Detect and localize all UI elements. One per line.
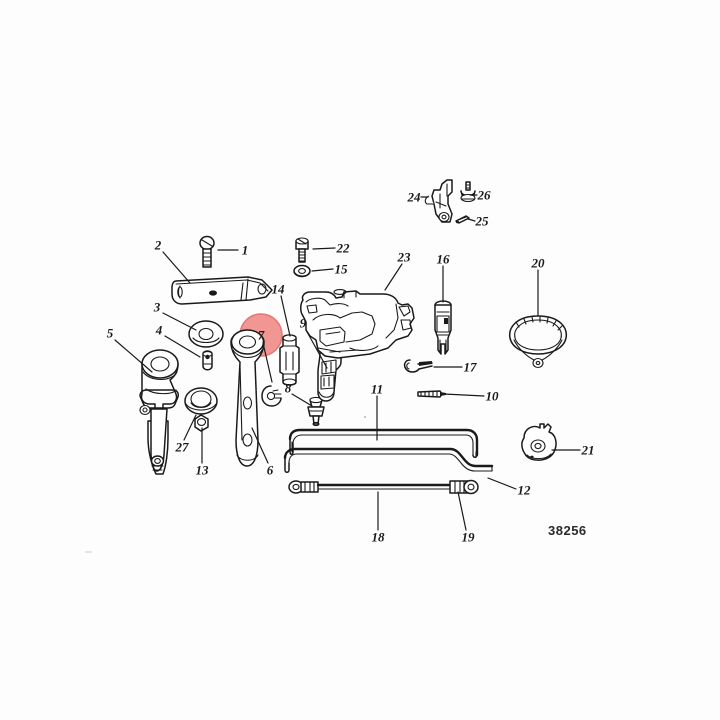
part-2-mounting-bracket	[171, 276, 273, 305]
callout-number-23: 23	[397, 249, 411, 265]
part-16-clevis-yoke	[434, 300, 452, 355]
callout-number-9: 9	[299, 315, 307, 331]
part-20-retaining-clamp-ring	[508, 315, 568, 369]
callout-number-3: 3	[153, 299, 161, 315]
callout-number-1: 1	[241, 242, 249, 258]
part-5-steering-arm	[139, 349, 179, 475]
leader-line-15	[311, 268, 334, 272]
part-3-flat-washer	[188, 320, 224, 348]
callout-number-12: 12	[517, 482, 531, 498]
part-7-e-clip	[261, 385, 282, 407]
callout-number-13: 13	[195, 462, 209, 478]
callout-number-26: 26	[477, 187, 491, 203]
leader-line-27	[183, 414, 197, 441]
leader-line-5	[114, 339, 153, 373]
part-27-thrust-washer	[184, 387, 218, 415]
part-11-tie-bar-upper	[288, 428, 479, 458]
leader-line-8	[291, 393, 313, 407]
part-4-grease-fitting	[202, 350, 213, 371]
scan-artifacts	[85, 416, 366, 553]
callout-number-18: 18	[371, 529, 385, 545]
leader-line-14	[280, 295, 291, 337]
part-21-cam-follower	[521, 423, 557, 461]
callout-number-2: 2	[154, 237, 162, 253]
callout-number-21: 21	[581, 442, 595, 458]
part-23-shift-housing	[300, 289, 415, 359]
leader-line-2	[162, 251, 191, 284]
leader-line-6	[251, 427, 269, 464]
callout-number-24: 24	[407, 189, 421, 205]
part-10-cotter-pin-small	[417, 390, 446, 398]
leader-line-25	[467, 218, 476, 222]
leader-line-23	[384, 263, 403, 291]
part-14-bushing-sleeve	[279, 334, 300, 386]
callout-number-27: 27	[175, 439, 189, 455]
callout-number-6: 6	[266, 462, 274, 478]
part-24-shift-lever	[424, 179, 453, 223]
leader-line-10	[443, 393, 485, 397]
callout-number-17: 17	[463, 359, 477, 375]
callout-number-7: 7	[257, 327, 265, 343]
part-6-link-arm	[230, 329, 265, 467]
part-13-lock-nut	[194, 414, 209, 432]
part-26-ball-stud	[460, 181, 476, 203]
part-1-bolt	[199, 235, 215, 268]
callout-number-20: 20	[531, 255, 545, 271]
leader-line-7	[262, 342, 273, 383]
callout-number-19: 19	[461, 529, 475, 545]
leader-line-22	[312, 247, 336, 250]
leader-line-3	[162, 312, 197, 331]
callout-number-10: 10	[485, 388, 499, 404]
callout-number-14: 14	[271, 281, 285, 297]
callout-leader-lines	[114, 194, 581, 531]
part-8-pivot-bolt	[307, 396, 325, 427]
part-22-hex-bolt	[295, 237, 309, 263]
part-25-roll-pin	[455, 215, 470, 224]
callout-number-4: 4	[155, 322, 163, 338]
part-17-cotter-pin-large	[403, 359, 433, 373]
part-18-adjustable-link-rod	[288, 479, 479, 495]
callout-number-15: 15	[334, 261, 348, 277]
leader-line-12	[487, 477, 517, 490]
leader-line-9	[305, 329, 328, 369]
callout-number-16: 16	[436, 251, 450, 267]
leader-line-4	[164, 335, 201, 358]
part-15-lock-washer	[293, 264, 311, 278]
callout-number-22: 22	[336, 240, 350, 256]
part-12-tie-bar-lower	[283, 447, 494, 473]
callout-number-5: 5	[106, 325, 114, 341]
callout-number-8: 8	[284, 380, 292, 396]
callout-number-11: 11	[370, 381, 384, 397]
leader-line-19	[457, 491, 467, 531]
callout-number-25: 25	[475, 213, 489, 229]
drawing-number: 38256	[548, 523, 587, 538]
